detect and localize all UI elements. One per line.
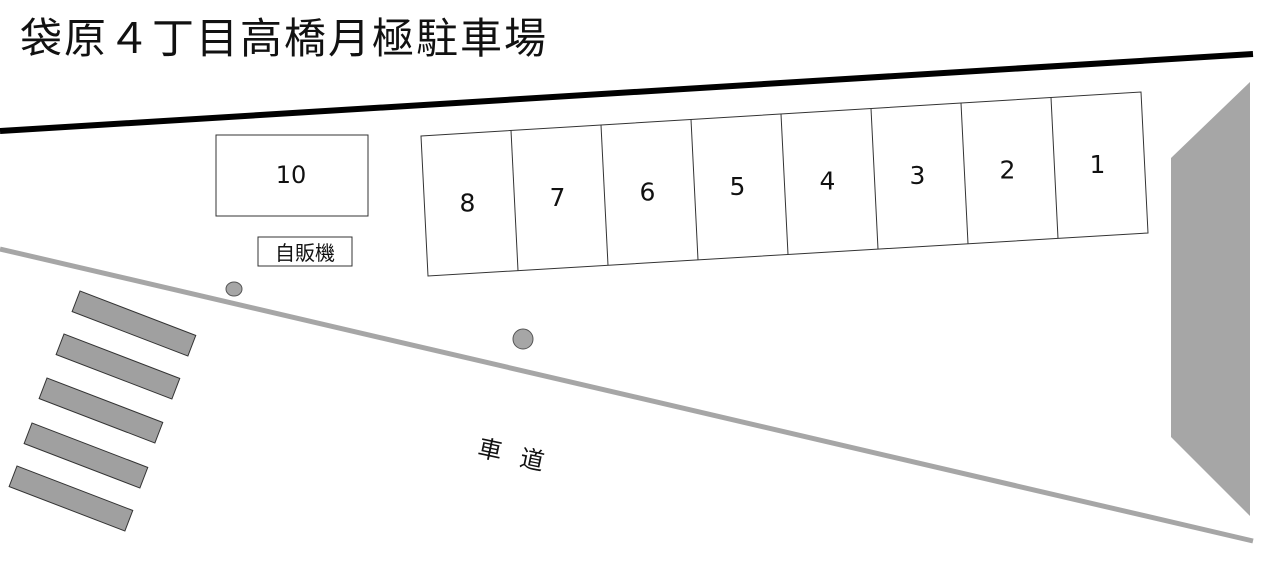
parking-space-3-label: 3 <box>910 161 926 190</box>
utility-pole-icon <box>225 281 243 297</box>
crosswalk <box>8 290 197 532</box>
parking-space-divider <box>870 108 879 250</box>
parking-space-7-label: 7 <box>550 183 566 212</box>
road-edge-line <box>0 246 1254 544</box>
parking-spaces-row: 1 2 3 4 5 6 7 8 <box>420 91 1149 277</box>
parking-space-4-label: 4 <box>820 167 836 196</box>
parking-space-divider <box>780 113 789 255</box>
map-title: 袋原４丁目高橋月極駐車場 <box>20 14 549 63</box>
parking-space-10-label: 10 <box>276 161 307 189</box>
road-label-char-2: 道 <box>517 444 546 476</box>
parking-space-10-outline <box>215 134 369 217</box>
crosswalk-stripe <box>8 465 134 532</box>
utility-pole-icon <box>512 328 534 350</box>
crosswalk-stripe <box>38 377 164 444</box>
parking-space-2-label: 2 <box>1000 156 1016 185</box>
parking-space-6-label: 6 <box>640 177 656 206</box>
vending-machine: 自販機 <box>257 236 353 267</box>
parking-space-10: 10 <box>215 134 369 217</box>
vending-machine-label: 自販機 <box>275 241 335 265</box>
vending-machine-outline <box>257 236 353 267</box>
property-boundary-line <box>0 51 1254 134</box>
crosswalk-stripe <box>71 290 197 357</box>
road-label-char-1: 車 <box>475 434 504 466</box>
building-block <box>1171 82 1250 516</box>
parking-space-divider <box>690 119 699 260</box>
parking-space-8-label: 8 <box>460 188 476 217</box>
parking-space-divider <box>600 124 609 266</box>
parking-space-1-label: 1 <box>1090 150 1106 179</box>
parking-space-divider <box>960 102 969 244</box>
parking-space-divider <box>510 130 519 271</box>
parking-space-divider <box>1050 97 1059 239</box>
crosswalk-stripe <box>55 333 181 400</box>
parking-space-5-label: 5 <box>730 172 746 201</box>
crosswalk-stripe <box>23 422 149 489</box>
